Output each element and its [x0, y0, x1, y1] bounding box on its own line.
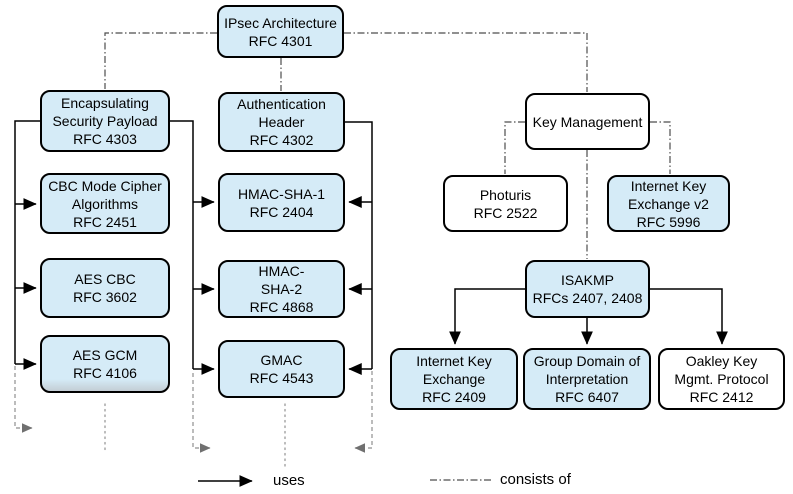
continuation-esp-rail: [192, 373, 211, 453]
edge-rail-esp-left: [14, 120, 40, 364]
node-key-management: Key Management: [525, 93, 650, 150]
edge-ipsec-to-keymgmt: [344, 32, 588, 92]
consists-of-edges: [104, 32, 671, 481]
legend-uses-label: uses: [273, 472, 305, 489]
edge-keymgmt-to-photuris: [504, 121, 525, 174]
uses-edges: [14, 120, 728, 487]
edge-ipsec-to-esp: [104, 32, 217, 89]
edge-rail-esp-right: [170, 120, 194, 369]
edge-isakmp-to-ike: [449, 288, 525, 345]
legend-consists-of-label: consists of: [500, 471, 571, 488]
edge-rail-ah-right: [345, 121, 373, 369]
edge-keymgmt-to-ikev2: [650, 121, 671, 174]
continuation-edges: [14, 366, 373, 469]
edge-isakmp-to-oakley: [650, 288, 728, 345]
continuation-left-rail: [14, 366, 33, 433]
continuation-ah-rail: [354, 371, 373, 453]
